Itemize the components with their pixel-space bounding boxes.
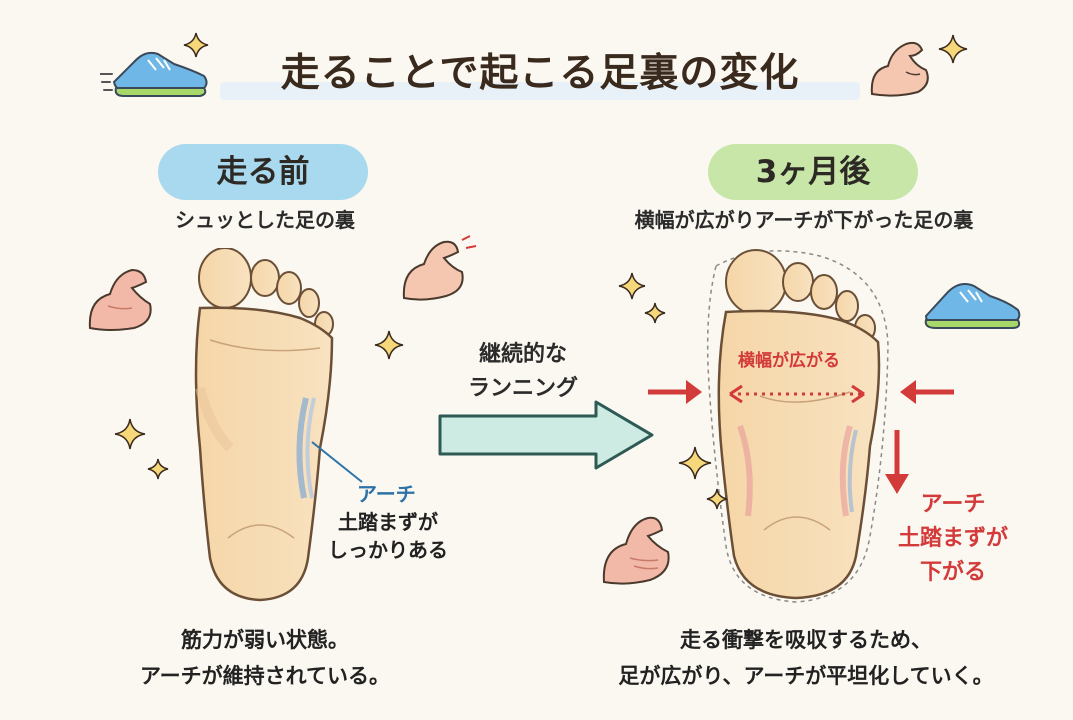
sparkle-icon <box>147 458 169 480</box>
before-footer-line-1: 筋力が弱い状態。 <box>181 628 349 652</box>
flexed-arm-icon <box>602 516 670 585</box>
width-label: 横幅が広がる <box>738 351 840 371</box>
sparkle-icon <box>706 488 728 510</box>
arch-pointer-line <box>311 441 363 483</box>
before-pill: 走る前 <box>158 144 368 200</box>
arch-drop-line-3: 下がる <box>919 560 986 585</box>
arrow-left-icon <box>900 380 954 404</box>
sparkle-icon <box>114 418 146 450</box>
before-footer-line-2: アーチが維持されている。 <box>139 664 391 688</box>
arch-description: 土踏まずが しっかりある <box>318 508 458 564</box>
after-footer-line-1: 走る衝撃を吸収するため、 <box>680 628 932 652</box>
flexed-arm-icon <box>402 234 477 301</box>
before-footer: 筋力が弱い状態。 アーチが維持されている。 <box>90 622 440 694</box>
flexed-arm-icon <box>870 41 929 97</box>
flexed-arm-icon <box>88 268 152 331</box>
arch-drop-line-1: アーチ <box>920 492 986 517</box>
foot-before-illustration <box>194 248 334 602</box>
sparkle-icon <box>644 302 666 324</box>
after-footer: 走る衝撃を吸収するため、 足が広がり、アーチが平坦化していく。 <box>556 622 1056 694</box>
title-underline <box>220 82 860 100</box>
before-subtitle: シュッとした足の裏 <box>175 208 355 232</box>
transition-label: 継続的な ランニング <box>438 338 608 406</box>
after-subtitle: 横幅が広がりアーチが下がった足の裏 <box>634 208 974 232</box>
foot-after-illustration <box>706 249 889 603</box>
arch-drop-line-2: 土踏まずが <box>897 526 1008 551</box>
arch-desc-line-2: しっかりある <box>328 538 448 562</box>
transition-line-1: 継続的な <box>478 342 567 367</box>
arrow-down-icon <box>885 430 909 494</box>
sparkle-icon <box>678 446 712 480</box>
page-title: 走ることで起こる足裏の変化 <box>280 51 800 96</box>
transition-arrow <box>438 400 654 470</box>
running-shoe-icon <box>924 283 1021 329</box>
sparkle-icon <box>938 34 968 64</box>
arch-drop-description: アーチ 土踏まずが 下がる <box>868 488 1038 590</box>
sparkle-icon <box>374 330 404 360</box>
arrow-right-icon <box>648 380 702 404</box>
running-shoe-icon <box>100 51 208 97</box>
title-block: 走ることで起こる足裏の変化 <box>220 42 860 100</box>
arch-label: アーチ <box>357 482 416 506</box>
arch-desc-line-1: 土踏まずが <box>338 510 438 534</box>
after-pill: 3ヶ月後 <box>708 144 918 200</box>
sparkle-icon <box>183 32 209 58</box>
sparkle-icon <box>618 272 646 300</box>
transition-line-2: ランニング <box>467 376 578 401</box>
after-footer-line-2: 足が広がり、アーチが平坦化していく。 <box>618 664 994 688</box>
